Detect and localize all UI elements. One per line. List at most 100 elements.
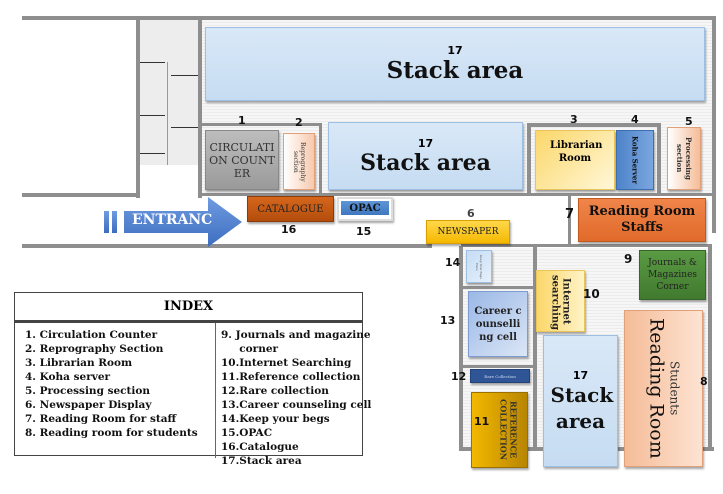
room-number: 17	[447, 44, 463, 57]
index-item: 7. Reading Room for staff	[25, 413, 177, 425]
room-label: Stack area	[386, 57, 524, 84]
room-number: 11	[474, 415, 490, 428]
room-label: CIRCULATION COUNTER	[209, 140, 275, 180]
reading-room-students: Reading Room Students	[624, 310, 703, 467]
stack-area-top: 17 Stack area	[205, 27, 705, 101]
index-header: INDEX	[14, 292, 363, 321]
librarian-room: Librarian Room	[535, 130, 615, 190]
room-label: Processing section	[675, 137, 693, 180]
room-label: CATALOGUE	[257, 203, 324, 215]
room-label: Reading Room Staffs	[588, 204, 696, 235]
room-number: 13	[440, 314, 456, 327]
room-number: 9	[624, 252, 633, 266]
reprography-section: Reprography section	[283, 133, 315, 190]
wall	[22, 244, 432, 248]
opac: OPAC	[337, 197, 393, 221]
reference-collection: 11 REFERENCE COLLECTION	[471, 392, 528, 468]
index-item: 13.Career counseling cell	[221, 399, 372, 411]
index-item: 6. Newspaper Display	[25, 399, 152, 411]
wall	[319, 123, 322, 195]
wall	[198, 193, 714, 196]
room-number: 3	[570, 113, 578, 126]
staircase	[140, 20, 198, 165]
entrance-arrow: ENTRANC	[104, 197, 244, 249]
room-label: OPAC	[349, 202, 381, 214]
wall	[708, 244, 712, 450]
room-number: 4	[631, 113, 639, 126]
entrance-label: ENTRANC	[132, 212, 213, 228]
wall	[461, 365, 535, 368]
index-item: 16.Catalogue	[221, 441, 299, 453]
journals-magazines-corner: Journals & Magazines Corner	[639, 250, 706, 300]
room-label: Librarian Room	[550, 140, 603, 164]
arrow-icon	[104, 197, 242, 247]
koha-server: Koha Server	[616, 130, 654, 190]
staircase-floor	[140, 20, 200, 165]
index-item: 1. Circulation Counter	[25, 329, 158, 341]
index-item: 4. Koha server	[25, 371, 111, 383]
index-item: 12.Rare collection	[221, 385, 329, 397]
stack-area-lower: 17 Stack area	[543, 335, 618, 467]
room-label: Rare Collection	[484, 373, 516, 379]
wall	[198, 18, 202, 198]
room-label: Stack area	[360, 149, 491, 176]
processing-section: Processing section	[667, 127, 701, 190]
room-label: Stack area	[550, 382, 614, 433]
wall	[461, 286, 535, 289]
index-item: 5. Processing section	[25, 385, 151, 397]
room-number: 10	[583, 287, 600, 301]
room-label: Reprography section	[292, 141, 306, 182]
index-item: 9. Journals and magazine	[221, 329, 371, 341]
room-sublabel: Students	[667, 361, 682, 416]
wall	[198, 123, 322, 126]
wall	[712, 16, 716, 233]
index-left-list: 1. Circulation Counter 2. Reprography Se…	[25, 328, 198, 440]
reading-room-staff: Reading Room Staffs	[578, 198, 706, 242]
wall	[533, 246, 537, 450]
stack-area-middle: 17 Stack area	[328, 122, 523, 190]
room-label: Journals & Magazines Corner	[647, 258, 698, 292]
room-label: Keep Your Bags Here	[475, 254, 483, 279]
room-label: Career counselling cell	[474, 305, 522, 343]
room-number: 2	[295, 116, 303, 129]
room-number: 6	[467, 207, 475, 220]
wall	[568, 195, 571, 247]
wall	[459, 246, 463, 451]
rare-collection: Rare Collection	[470, 369, 530, 383]
catalogue: CATALOGUE	[247, 196, 334, 222]
room-number: 5	[685, 115, 693, 128]
room-number: 1	[238, 114, 246, 127]
keep-your-bags: Keep Your Bags Here	[466, 250, 492, 283]
index-item: 14.Keep your begs	[221, 413, 330, 425]
index-right-list: 9. Journals and magazine corner 10.Inter…	[221, 328, 371, 468]
index-item: 15.OPAC	[221, 427, 273, 439]
wall	[136, 18, 140, 198]
room-label: Koha Server	[630, 135, 640, 185]
room-label: NEWSPAPER	[437, 227, 499, 237]
index-title: INDEX	[163, 299, 214, 314]
room-label: REFERENCE COLLECTION	[498, 399, 519, 461]
room-label: Reading Room	[645, 318, 668, 459]
room-number: 8	[700, 375, 708, 388]
index-body: 1. Circulation Counter 2. Reprography Se…	[14, 321, 371, 467]
index-item: 3. Librarian Room	[25, 357, 133, 369]
index-item: 2. Reprography Section	[25, 343, 164, 355]
career-counselling-cell: Career counselling cell	[468, 291, 528, 357]
internet-searching: Internet searching	[536, 270, 585, 332]
room-number: 7	[565, 207, 575, 222]
index-item: 11.Reference collection	[221, 371, 361, 383]
room-number: 12	[451, 370, 467, 383]
librarian-block-frame	[527, 123, 661, 194]
index-item: 10.Internet Searching	[221, 357, 352, 369]
room-number: 14	[445, 256, 461, 269]
wall	[22, 16, 716, 20]
room-number: 16	[281, 223, 297, 236]
left-block-floor	[24, 20, 140, 195]
index-item: 17.Stack area	[221, 455, 302, 467]
room-label: Internet searching	[549, 275, 572, 331]
circulation-counter: CIRCULATION COUNTER	[205, 130, 279, 190]
wall	[461, 244, 711, 247]
index-item: 8. Reading room for students	[25, 427, 198, 439]
room-number: 17	[572, 368, 589, 382]
newspaper-display: NEWSPAPER	[426, 220, 510, 244]
